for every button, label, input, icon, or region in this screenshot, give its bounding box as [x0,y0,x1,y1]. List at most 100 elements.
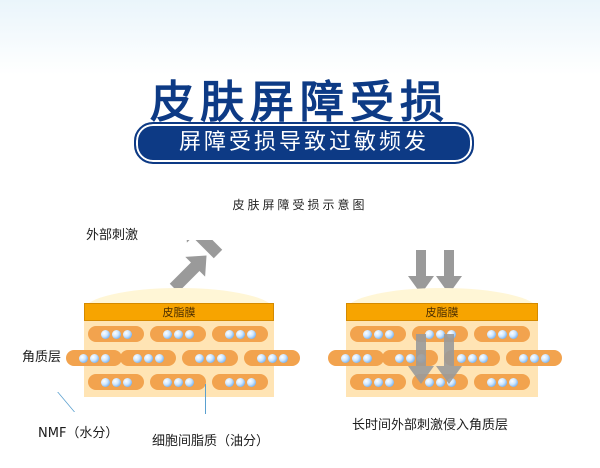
nmf-droplet-icon [424,377,434,387]
nmf-droplet-icon [362,377,372,387]
nmf-droplet-icon [508,377,518,387]
invasion-label: 长时间外部刺激侵入角质层 [352,418,509,433]
penetrating-arrows-icon [408,250,462,294]
nmf-droplet-icon [89,353,99,363]
nmf-droplet-icon [267,353,277,363]
keratin-cell [350,326,406,342]
nmf-droplet-icon [486,377,496,387]
nmf-droplet-icon [235,329,245,339]
bounce-arrows-icon [169,240,223,293]
subtitle-text: 屏障受损导致过敏频发 [178,130,429,155]
invading-arrows-icon [408,334,462,384]
nmf-droplet-icon [184,377,194,387]
nmf-droplet-icon [373,377,383,387]
nmf-droplet-icon [497,329,507,339]
nmf-droplet-icon [205,353,215,363]
nmf-droplet-icon [340,353,350,363]
nmf-droplet-icon [162,329,172,339]
nmf-droplet-icon [497,377,507,387]
nmf-droplet-icon [246,329,256,339]
upper-arrow-right [436,250,462,294]
stratum-corneum-label: 角质层 [22,350,62,365]
nmf-droplet-icon [446,377,456,387]
keratin-cell [474,326,530,342]
nmf-droplet-icon [224,329,234,339]
nmf-droplet-icon [540,353,550,363]
keratin-cell [474,374,530,390]
keratin-cell [328,350,384,366]
nmf-droplet-icon [100,377,110,387]
reflected-arrow [169,255,207,293]
nmf-droplet-icon [362,353,372,363]
nmf-droplet-icon [384,329,394,339]
main-title: 皮肤屏障受损 [150,77,450,128]
external-stimulus-label: 外部刺激 [86,228,139,243]
keratin-cell [182,350,238,366]
keratin-cell [212,374,268,390]
stratum-corneum-right [328,321,562,397]
nmf-droplet-icon [467,353,477,363]
keratin-cell [120,350,176,366]
keratin-cell [412,374,468,390]
nmf-droplet-icon [362,329,372,339]
nmf-droplet-icon [424,329,434,339]
stratum-corneum-left [66,321,300,397]
nmf-droplet-icon [216,353,226,363]
keratin-cell [506,350,562,366]
keratin-cell [66,350,122,366]
incoming-arrow [185,240,223,259]
nmf-droplet-icon [154,353,164,363]
nmf-droplet-icon [278,353,288,363]
nmf-droplet-icon [78,353,88,363]
nmf-droplet-icon [173,329,183,339]
keratin-cell [212,326,268,342]
nmf-leader-line [57,392,75,412]
nmf-droplet-icon [162,377,172,387]
nmf-droplet-icon [111,329,121,339]
diagram-caption: 皮肤屏障受损示意图 [232,198,368,212]
keratin-cell [244,350,300,366]
nmf-droplet-icon [132,353,142,363]
nmf-droplet-icon [435,377,445,387]
nmf-droplet-icon [256,353,266,363]
nmf-droplet-icon [184,329,194,339]
nmf-droplet-icon [405,353,415,363]
nmf-droplet-icon [122,377,132,387]
nmf-droplet-icon [478,353,488,363]
nmf-droplet-icon [143,353,153,363]
nmf-droplet-icon [173,377,183,387]
nmf-droplet-icon [456,353,466,363]
nmf-droplet-icon [529,353,539,363]
nmf-droplet-icon [435,329,445,339]
nmf-droplet-icon [246,377,256,387]
nmf-droplet-icon [122,329,132,339]
lower-arrow-left [408,334,434,384]
nmf-droplet-icon [486,329,496,339]
nmf-droplet-icon [224,377,234,387]
lower-arrow-right [436,334,462,384]
nmf-droplet-icon [394,353,404,363]
nmf-droplet-icon [194,353,204,363]
nmf-droplet-icon [518,353,528,363]
keratin-cell [150,326,206,342]
lipid-label: 细胞间脂质（油分） [152,434,270,449]
nmf-droplet-icon [100,329,110,339]
nmf-droplet-icon [384,377,394,387]
nmf-droplet-icon [100,353,110,363]
sebum-film-right: 皮脂膜 [346,303,538,321]
nmf-droplet-icon [508,329,518,339]
keratin-cell [88,326,144,342]
nmf-label: NMF（水分） [38,426,119,441]
nmf-droplet-icon [373,329,383,339]
sebum-film-left: 皮脂膜 [84,303,274,321]
lipid-leader-line [205,384,206,414]
keratin-cell [88,374,144,390]
keratin-cell [444,350,500,366]
nmf-droplet-icon [111,377,121,387]
keratin-cell [350,374,406,390]
subtitle-banner: 屏障受损导致过敏频发 [134,122,474,164]
nmf-droplet-icon [351,353,361,363]
keratin-cell [150,374,206,390]
nmf-droplet-icon [235,377,245,387]
upper-arrow-left [408,250,434,294]
